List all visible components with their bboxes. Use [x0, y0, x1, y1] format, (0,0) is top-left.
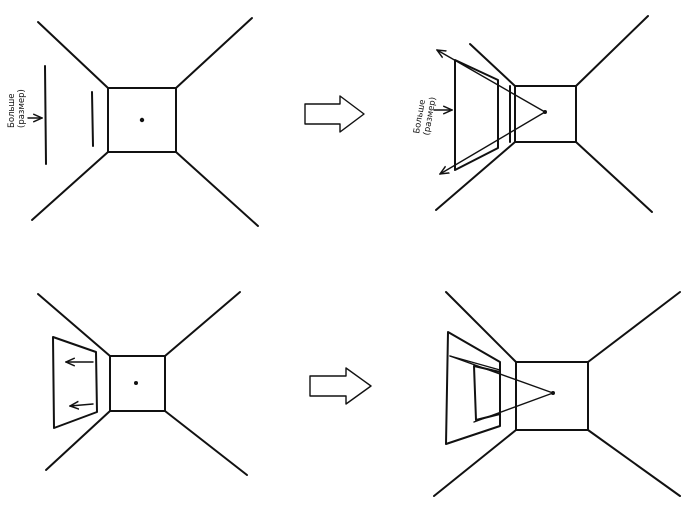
panel-edge: [449, 355, 501, 371]
projection-line: [440, 111, 546, 174]
floor-ceiling-edge: [433, 429, 517, 497]
floor-ceiling-edge: [575, 15, 649, 87]
floor-ceiling-edge: [435, 141, 516, 211]
panel-bottom-left: [37, 291, 248, 476]
vanishing-point: [551, 391, 555, 395]
back-wall: [515, 361, 589, 431]
floor-ceiling-edge: [31, 151, 109, 221]
floor-ceiling-edge: [45, 410, 111, 471]
wall-line-far: [91, 91, 94, 147]
step-arrow-bottom: [309, 367, 372, 405]
wall-panel-outer: [445, 331, 501, 445]
floor-ceiling-edge: [445, 291, 517, 363]
floor-ceiling-edge: [587, 429, 681, 497]
back-wall: [107, 87, 177, 153]
back-wall: [109, 355, 166, 412]
floor-ceiling-edge: [575, 141, 653, 213]
wall-line-near: [44, 65, 47, 165]
vanishing-point: [134, 381, 138, 385]
floor-ceiling-edge: [587, 291, 681, 363]
panel-bottom-right: [433, 291, 681, 497]
wall-panel-inner: [473, 365, 501, 421]
wall-panel: [52, 336, 98, 429]
floor-ceiling-edge: [37, 293, 111, 357]
size-annotation: Больше (размер): [412, 95, 438, 137]
floor-ceiling-edge: [175, 17, 253, 89]
panel-top-left: Больше (размер): [7, 17, 259, 227]
floor-ceiling-edge: [164, 410, 248, 476]
floor-ceiling-edge: [37, 21, 109, 89]
floor-ceiling-edge: [469, 43, 516, 87]
floor-ceiling-edge: [175, 151, 259, 227]
wall-panel: [454, 59, 499, 171]
panel-top-right: Больше (размер): [412, 15, 653, 213]
vanishing-point: [543, 110, 547, 114]
projection-line: [437, 50, 546, 113]
size-annotation: Больше (размер): [7, 89, 27, 128]
projection-line: [449, 355, 554, 394]
floor-ceiling-edge: [164, 291, 241, 357]
step-arrow-top: [304, 95, 365, 133]
back-wall: [514, 85, 577, 143]
wall-arrow: [70, 404, 94, 406]
projection-line: [473, 392, 554, 423]
vanishing-point: [139, 117, 145, 123]
